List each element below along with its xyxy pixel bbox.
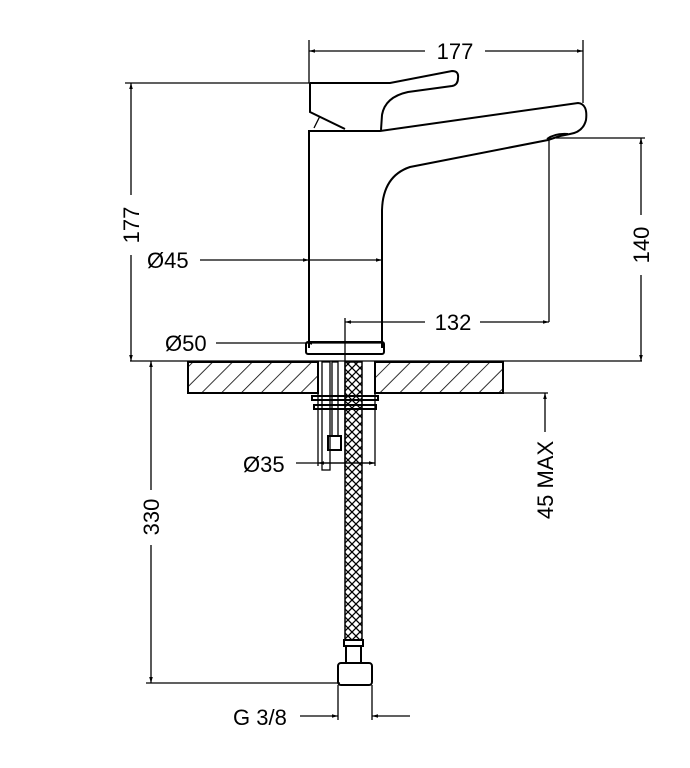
hose-connector <box>337 639 373 686</box>
dim-overall-height: 177 <box>119 207 144 244</box>
lever-handle <box>309 69 460 131</box>
dim-hole-diameter: Ø35 <box>243 452 285 477</box>
dim-connection-thread: G 3/8 <box>233 705 287 730</box>
dim-body-diameter: Ø45 <box>147 248 189 273</box>
dimension-lines <box>125 40 645 720</box>
dim-below-counter: 330 <box>139 499 164 536</box>
dim-base-diameter: Ø50 <box>165 331 207 356</box>
dim-spout-reach: 132 <box>435 310 472 335</box>
dim-overall-width: 177 <box>437 39 474 64</box>
mounting-hardware <box>311 361 379 471</box>
dim-max-thickness: 45 MAX <box>533 441 558 520</box>
braided-hose <box>344 361 363 641</box>
dim-spout-height: 140 <box>629 227 654 264</box>
countertop-section <box>187 361 504 394</box>
